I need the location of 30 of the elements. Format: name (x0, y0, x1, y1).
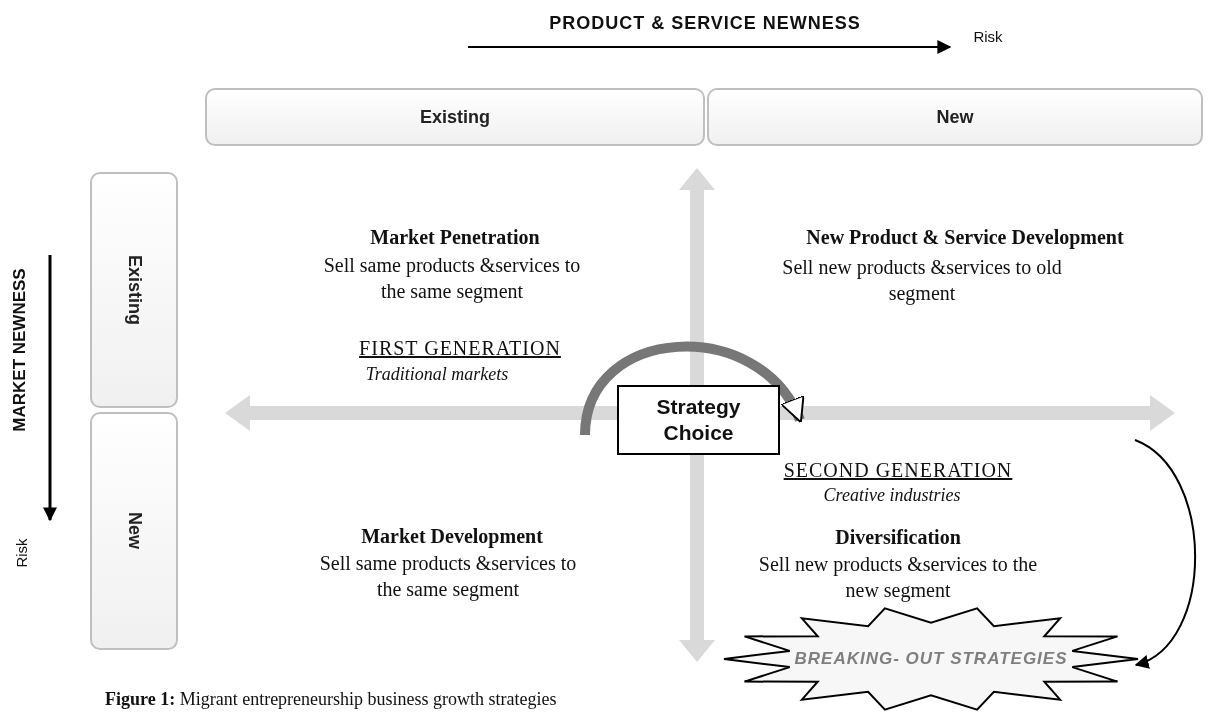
generation-heading: FIRST GENERATION (358, 336, 562, 361)
node-label: Existing (420, 106, 490, 128)
node-label: BREAKING- OUT STRATEGIES (794, 649, 1068, 669)
quadrant-heading: New Product & Service Development (805, 225, 1125, 250)
curved-arrow (1134, 439, 1197, 667)
quadrant-description: Sell new products &services to the new segment (758, 552, 1038, 603)
column-header-box (707, 88, 1203, 146)
generation-subtitle: Traditional markets (364, 363, 510, 386)
starburst-shape (722, 605, 1140, 713)
node-label: New (123, 512, 145, 550)
risk-label: Risk (12, 538, 31, 568)
strategy-choice-box (617, 385, 780, 455)
node-label: Existing (123, 255, 145, 325)
quadrant-description: Sell new products &services to old segment (782, 255, 1062, 306)
row-header-box (90, 412, 178, 650)
axis-title: MARKET NEWNESS (9, 268, 30, 432)
risk-label: Risk (972, 27, 1004, 47)
figure-caption: Figure 1: Migrant entrepreneurship business growth strategies (105, 688, 557, 711)
node-label: Strategy Choice (655, 394, 742, 446)
column-header-box (205, 88, 705, 146)
quadrant-heading: Diversification (834, 525, 962, 550)
generation-heading: SECOND GENERATION (782, 458, 1014, 483)
quadrant-heading: Market Development (360, 524, 544, 549)
axis-title: PRODUCT & SERVICE NEWNESS (548, 12, 862, 35)
row-header-box (90, 172, 178, 408)
quadrant-heading: Market Penetration (369, 225, 541, 250)
quadrant-description: Sell same products &services to the same segment (322, 253, 582, 304)
node-label: New (936, 106, 974, 128)
quadrant-description: Sell same products &services to the same segment (318, 551, 578, 602)
generation-subtitle: Creative industries (822, 484, 962, 507)
